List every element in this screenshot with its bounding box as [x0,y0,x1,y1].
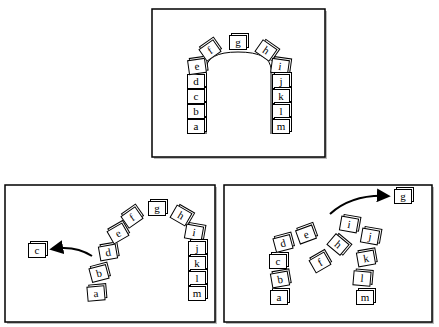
arch-block: k [188,256,206,271]
block-letter: l [360,272,364,283]
arch-block: l [272,104,290,119]
block-letter: m [361,292,370,303]
block-letter: k [362,252,369,264]
block-letter: b [276,273,283,285]
block-letter: m [193,288,202,299]
arch-block: l [188,271,206,286]
block-letter: j [368,230,373,241]
block-letter: i [347,218,352,229]
block-letter: j [279,76,282,87]
block-letter: j [195,243,198,254]
arch-block: c [187,89,205,104]
arch-block: b [187,104,205,119]
arch-block: d [98,243,118,261]
arch-block: g [148,201,166,216]
arch-block: h [326,232,349,255]
block-letter: f [127,211,136,222]
block-letter: d [193,76,199,87]
arch-block: i [184,223,204,241]
arch-block: m [272,119,290,134]
block-letter: a [194,121,199,132]
block-letter: c [194,91,199,102]
block-letter: d [104,246,111,258]
arch-block: e [295,224,317,244]
arch-block: c [269,254,287,269]
block-letter: i [192,226,197,237]
block-letter: h [176,209,186,221]
block-letter: c [276,256,281,267]
block-letter: g [400,191,406,202]
arch-inner-edge [206,52,271,134]
arch-block: c [28,243,46,258]
arch-block: j [188,241,206,256]
panel-frame [224,185,432,322]
arch-block: i [270,57,290,74]
arch-block: d [187,74,205,89]
block-letter: l [195,273,198,284]
arch-block: g [229,35,247,50]
block-letter: i [278,60,283,71]
block-letter: c [35,245,40,256]
motion-arrow [330,196,388,214]
block-letter: m [277,121,286,132]
block-letter: e [194,60,200,72]
arch-block: f [308,251,331,273]
block-letter: d [279,237,287,249]
arch-block: b [270,270,290,288]
block-letter: f [205,44,214,55]
block-letter: g [154,203,160,214]
panel-frame [152,9,325,157]
panel-frame [5,185,215,322]
arch-block: h [169,204,192,226]
block-letter: a [277,292,282,303]
arch-block: k [272,89,290,104]
block-letter: e [302,228,310,240]
block-letter: g [235,37,241,48]
block-letter: h [332,238,343,250]
block-letter: b [193,106,199,117]
block-letter: f [316,256,325,267]
arch-block: a [187,119,205,134]
arch-block: m [356,290,374,305]
arch-block: k [356,249,376,267]
arch-block: i [339,215,359,233]
arch-block: d [272,233,293,252]
block-letter: k [194,258,200,269]
arch-block: a [270,290,288,305]
block-letter: h [261,44,272,56]
block-letter: k [278,91,284,102]
arch-block: b [88,263,109,282]
arch-block: j [360,227,380,245]
arch-block: g [394,189,412,204]
arch-block: j [272,74,290,89]
block-letter: l [279,106,282,117]
block-letter: b [95,267,103,279]
block-letter: a [93,287,99,298]
motion-arrow [52,248,92,256]
arch-block: m [188,286,206,301]
arch-block: e [187,57,207,74]
arch-block: a [86,285,105,302]
arch-block: l [352,270,371,287]
block-letter: e [113,227,123,239]
